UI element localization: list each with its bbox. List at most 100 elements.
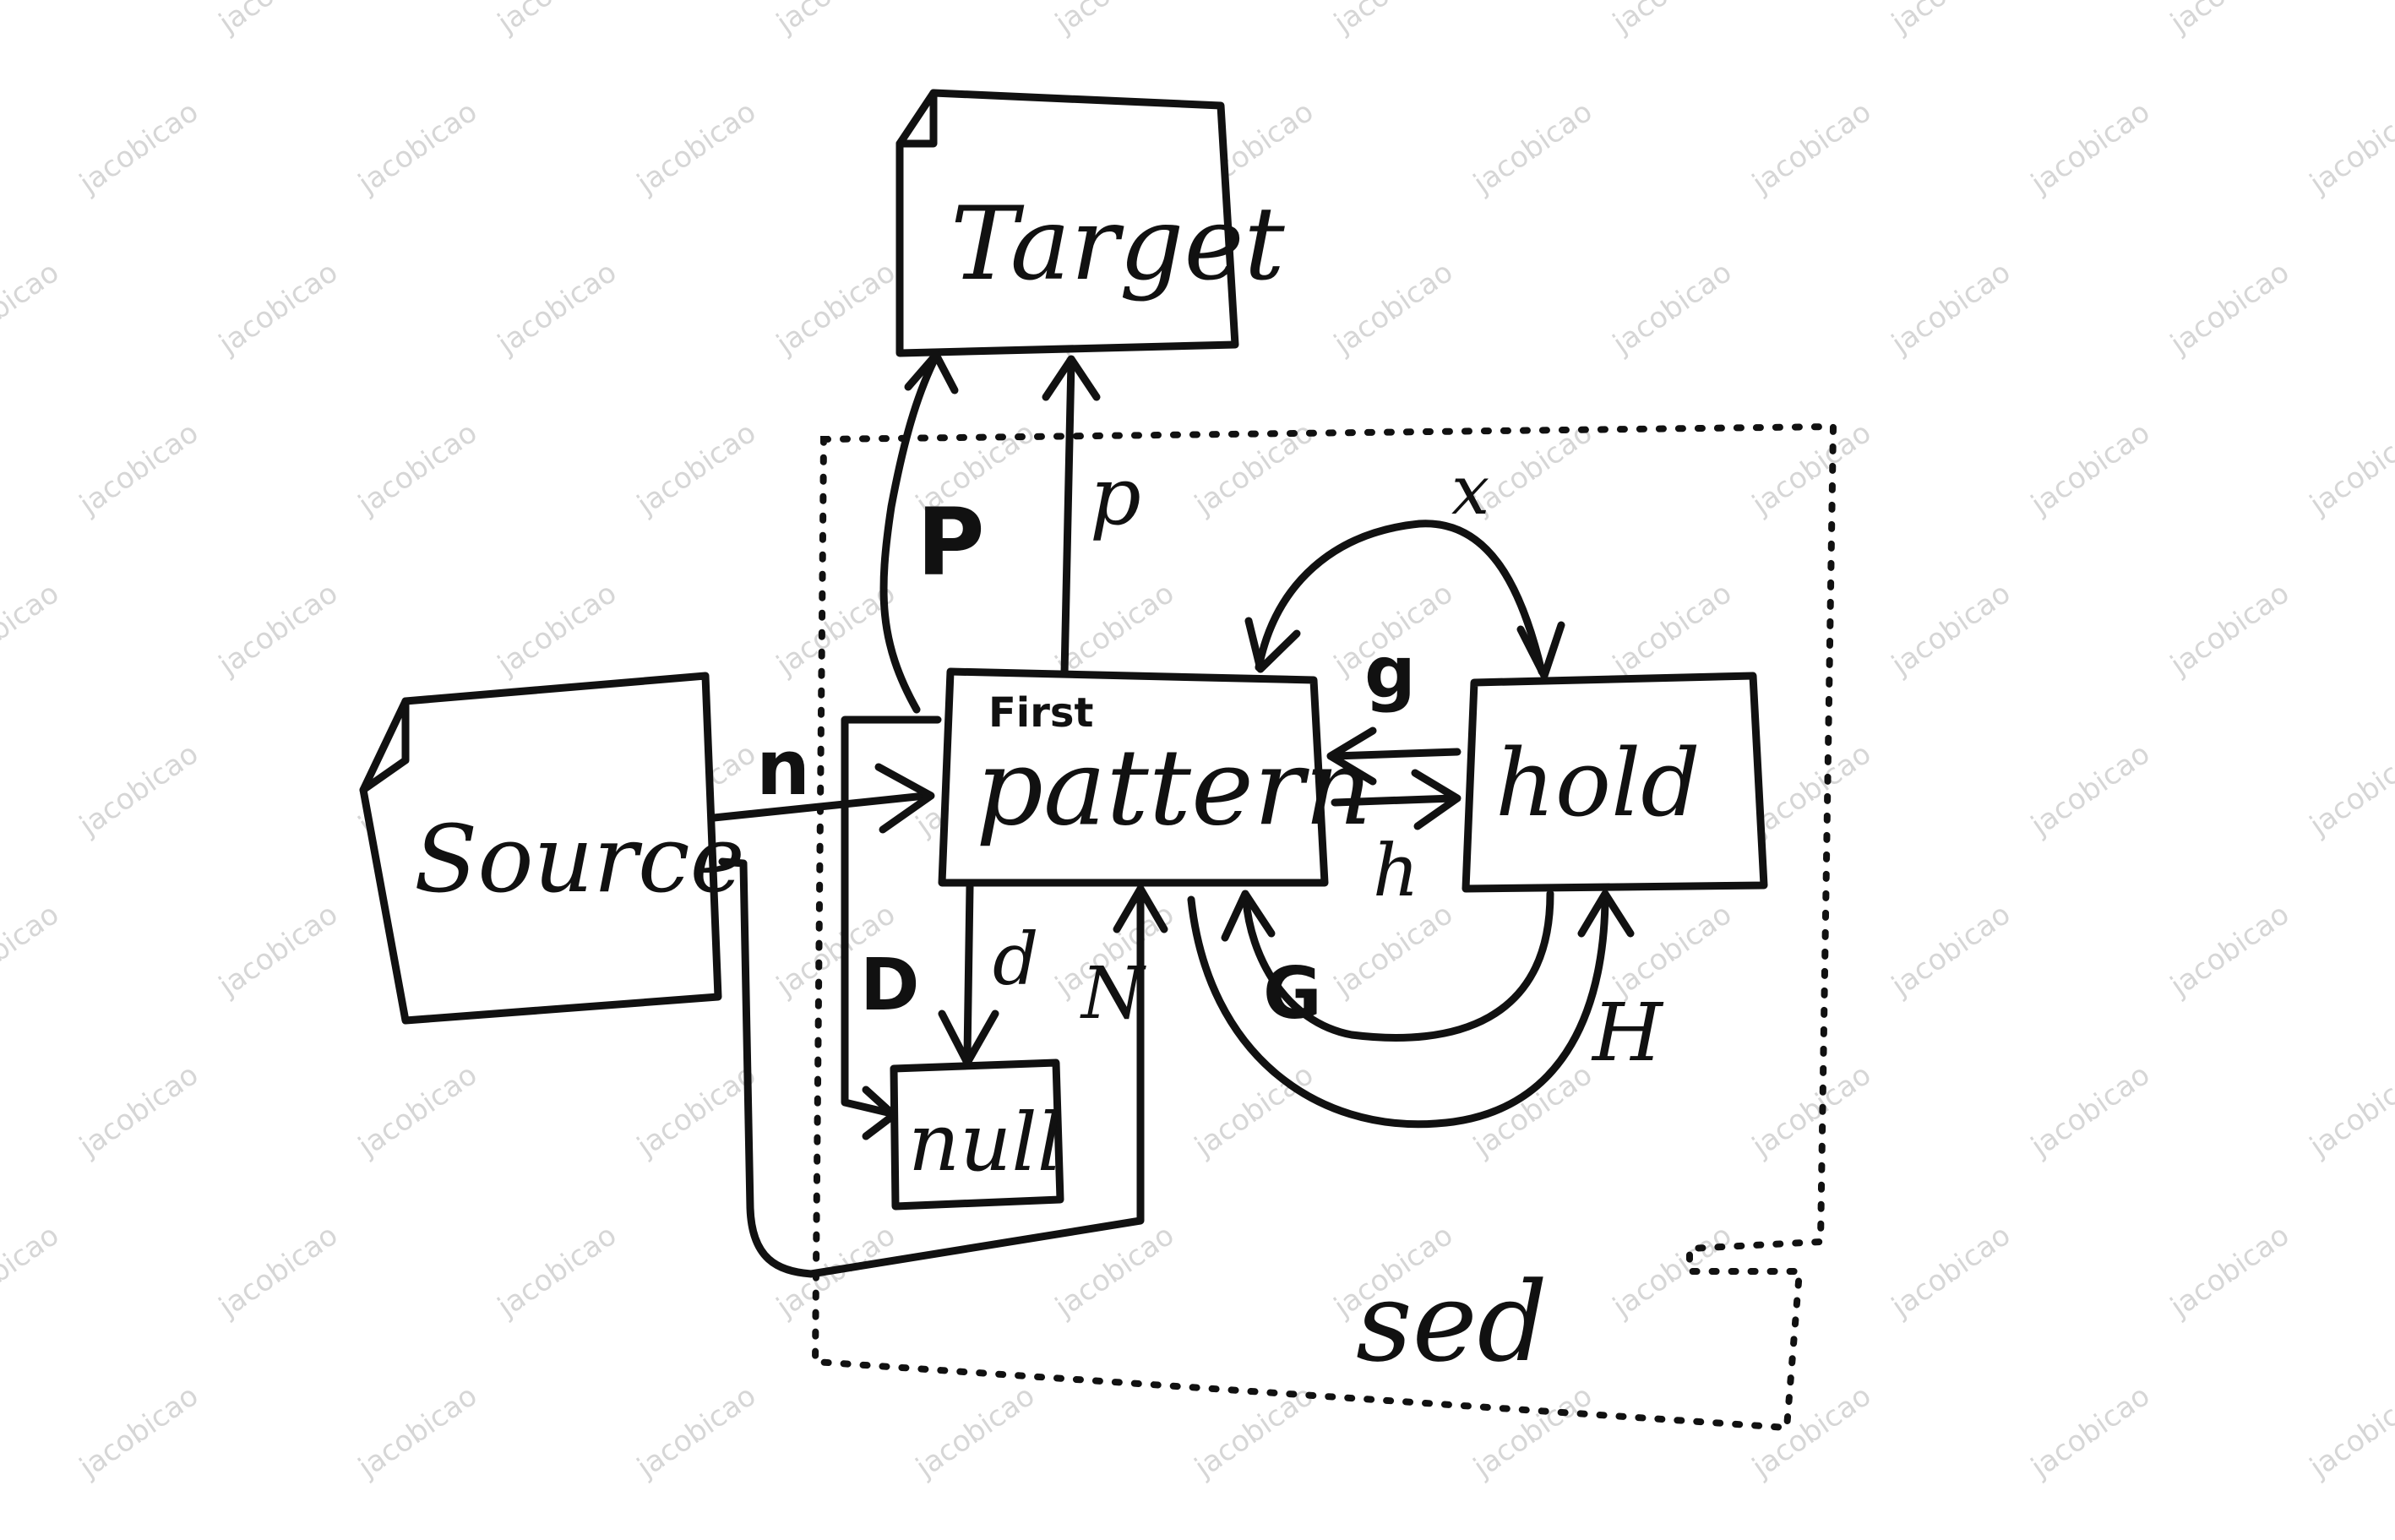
watermark-text: jacobicao [630,95,762,201]
edge-d-upper [841,716,942,1118]
hold-node: hold [1461,672,1768,893]
watermark-text: jacobicao [1885,897,2017,1004]
edge-d-lower-label: d [993,918,1038,1002]
pattern-label: pattern [976,726,1372,849]
edge-d-lower [963,883,974,1060]
watermark-text: jacobicao [1188,1058,1320,1164]
edge-p-upper-label: P [917,488,985,596]
edge-g-lower-arrowhead [1326,726,1377,786]
watermark-text: jacobicao [1606,0,1738,41]
watermark-text: jacobicao [1606,255,1738,362]
watermark-text: jacobicao [2164,0,2295,41]
watermark-text: jacobicao [2164,255,2295,362]
watermark-text: jacobicao [351,95,483,201]
watermark-text: jacobicao [2024,416,2156,522]
watermark-text: jacobicao [491,1218,623,1325]
edge-g-upper-arrowhead [1221,890,1276,942]
watermark-text: jacobicao [1327,0,1459,41]
watermark-text: jacobicao [2164,576,2295,683]
edge-d-lower-arrowhead [938,1009,999,1067]
watermark-text: jacobicao [73,737,204,843]
edge-p-lower [1060,357,1075,678]
watermark-text: jacobicao [212,0,344,41]
watermark-text: jacobicao [1327,897,1459,1004]
watermark-text: jacobicao [630,1379,762,1485]
hold-label: hold [1495,729,1701,837]
watermark-text: jacobicao [2024,1058,2156,1164]
edge-h-lower [1331,794,1457,807]
watermark-text: jacobicao [0,0,65,41]
watermark-text: jacobicao [1467,95,1598,201]
edge-h-upper-arrowhead [1577,890,1635,938]
watermark-text: jacobicao [1745,737,1877,843]
edge-x-arrowhead-hold [1516,621,1565,680]
edge-x [1255,520,1546,676]
watermark-text: jacobicao [0,1218,65,1325]
watermark-text: jacobicao [1327,255,1459,362]
edge-h-lower-arrowhead [1411,769,1461,830]
watermark-text: jacobicao [1745,95,1877,201]
edge-p-upper [879,357,938,714]
watermark-text: jacobicao [2164,897,2295,1004]
watermark-text: jacobicao [909,1379,1041,1485]
edge-p-lower-label: p [1090,450,1141,543]
edge-x-arrowhead-pattern [1244,617,1301,673]
edge-n-upper-label: N [1080,952,1146,1036]
edge-g-upper-label: G [1263,952,1322,1036]
edge-p-upper-arrowhead [904,351,959,395]
edge-n-lower-label: n [756,724,810,813]
watermark-text: jacobicao [1885,1218,2017,1325]
watermark-text: jacobicao [770,0,901,41]
edge-g-upper [1242,890,1554,1042]
watermark-text: jacobicao [491,0,623,41]
target-label: Target [950,186,1285,303]
watermark-text: jacobicao [770,255,901,362]
watermark-text: jacobicao [73,416,204,522]
watermark-text: jacobicao [1885,576,2017,683]
watermark-text: jacobicao [2024,1379,2156,1485]
watermark-text: jacobicao [351,1379,483,1485]
watermark-text: jacobicao [630,416,762,522]
watermark-text: jacobicao [1606,576,1738,683]
watermark-text: jacobicao [212,897,344,1004]
watermark-text: jacobicao [491,576,623,683]
watermark-text: jacobicao [2303,737,2395,843]
watermark-text: jacobicao [491,255,623,362]
edge-h-upper [1187,891,1609,1129]
edge-n-upper-arrowhead [1113,884,1168,933]
sed-container [811,422,1837,1432]
watermark-text: jacobicao [73,95,204,201]
null-label: null [908,1097,1063,1189]
watermark-text: jacobicao [1745,1058,1877,1164]
watermark-text: jacobicao [1048,0,1180,41]
pattern-node: First pattern [938,667,1372,887]
watermark-text: jacobicao [2164,1218,2295,1325]
watermark-text: jacobicao [1885,0,2017,41]
edge-d-upper-label: D [860,944,920,1027]
target-node: Target [895,89,1285,357]
edge-n-lower-arrowhead [874,763,935,834]
watermark-text: jacobicao [2303,95,2395,201]
watermark-text: jacobicao [351,416,483,522]
watermark-text: jacobicao [212,1218,344,1325]
watermark-text: jacobicao [0,255,65,362]
source-label: Source [414,805,745,913]
edge-d-upper-arrowhead [862,1086,898,1140]
edge-g-lower-label: g [1364,631,1416,715]
watermark-text: jacobicao [1467,1379,1598,1485]
watermark-text: jacobicao [212,576,344,683]
watermark-text: jacobicao [73,1379,204,1485]
watermark-text: jacobicao [1745,1379,1877,1485]
pattern-first-label: First [988,689,1093,737]
sed-label: sed [1356,1258,1548,1386]
edge-g-lower [1331,748,1461,760]
watermark-text: jacobicao [2303,1379,2395,1485]
edge-h-upper-label: H [1591,987,1664,1080]
watermark-text: jacobicao [1745,416,1877,522]
source-node: Source [359,672,745,1025]
watermark-text: jacobicao [2024,737,2156,843]
watermark-text: jacobicao [2024,95,2156,201]
watermark-text: jacobicao [73,1058,204,1164]
edge-n-upper [718,857,1145,1278]
